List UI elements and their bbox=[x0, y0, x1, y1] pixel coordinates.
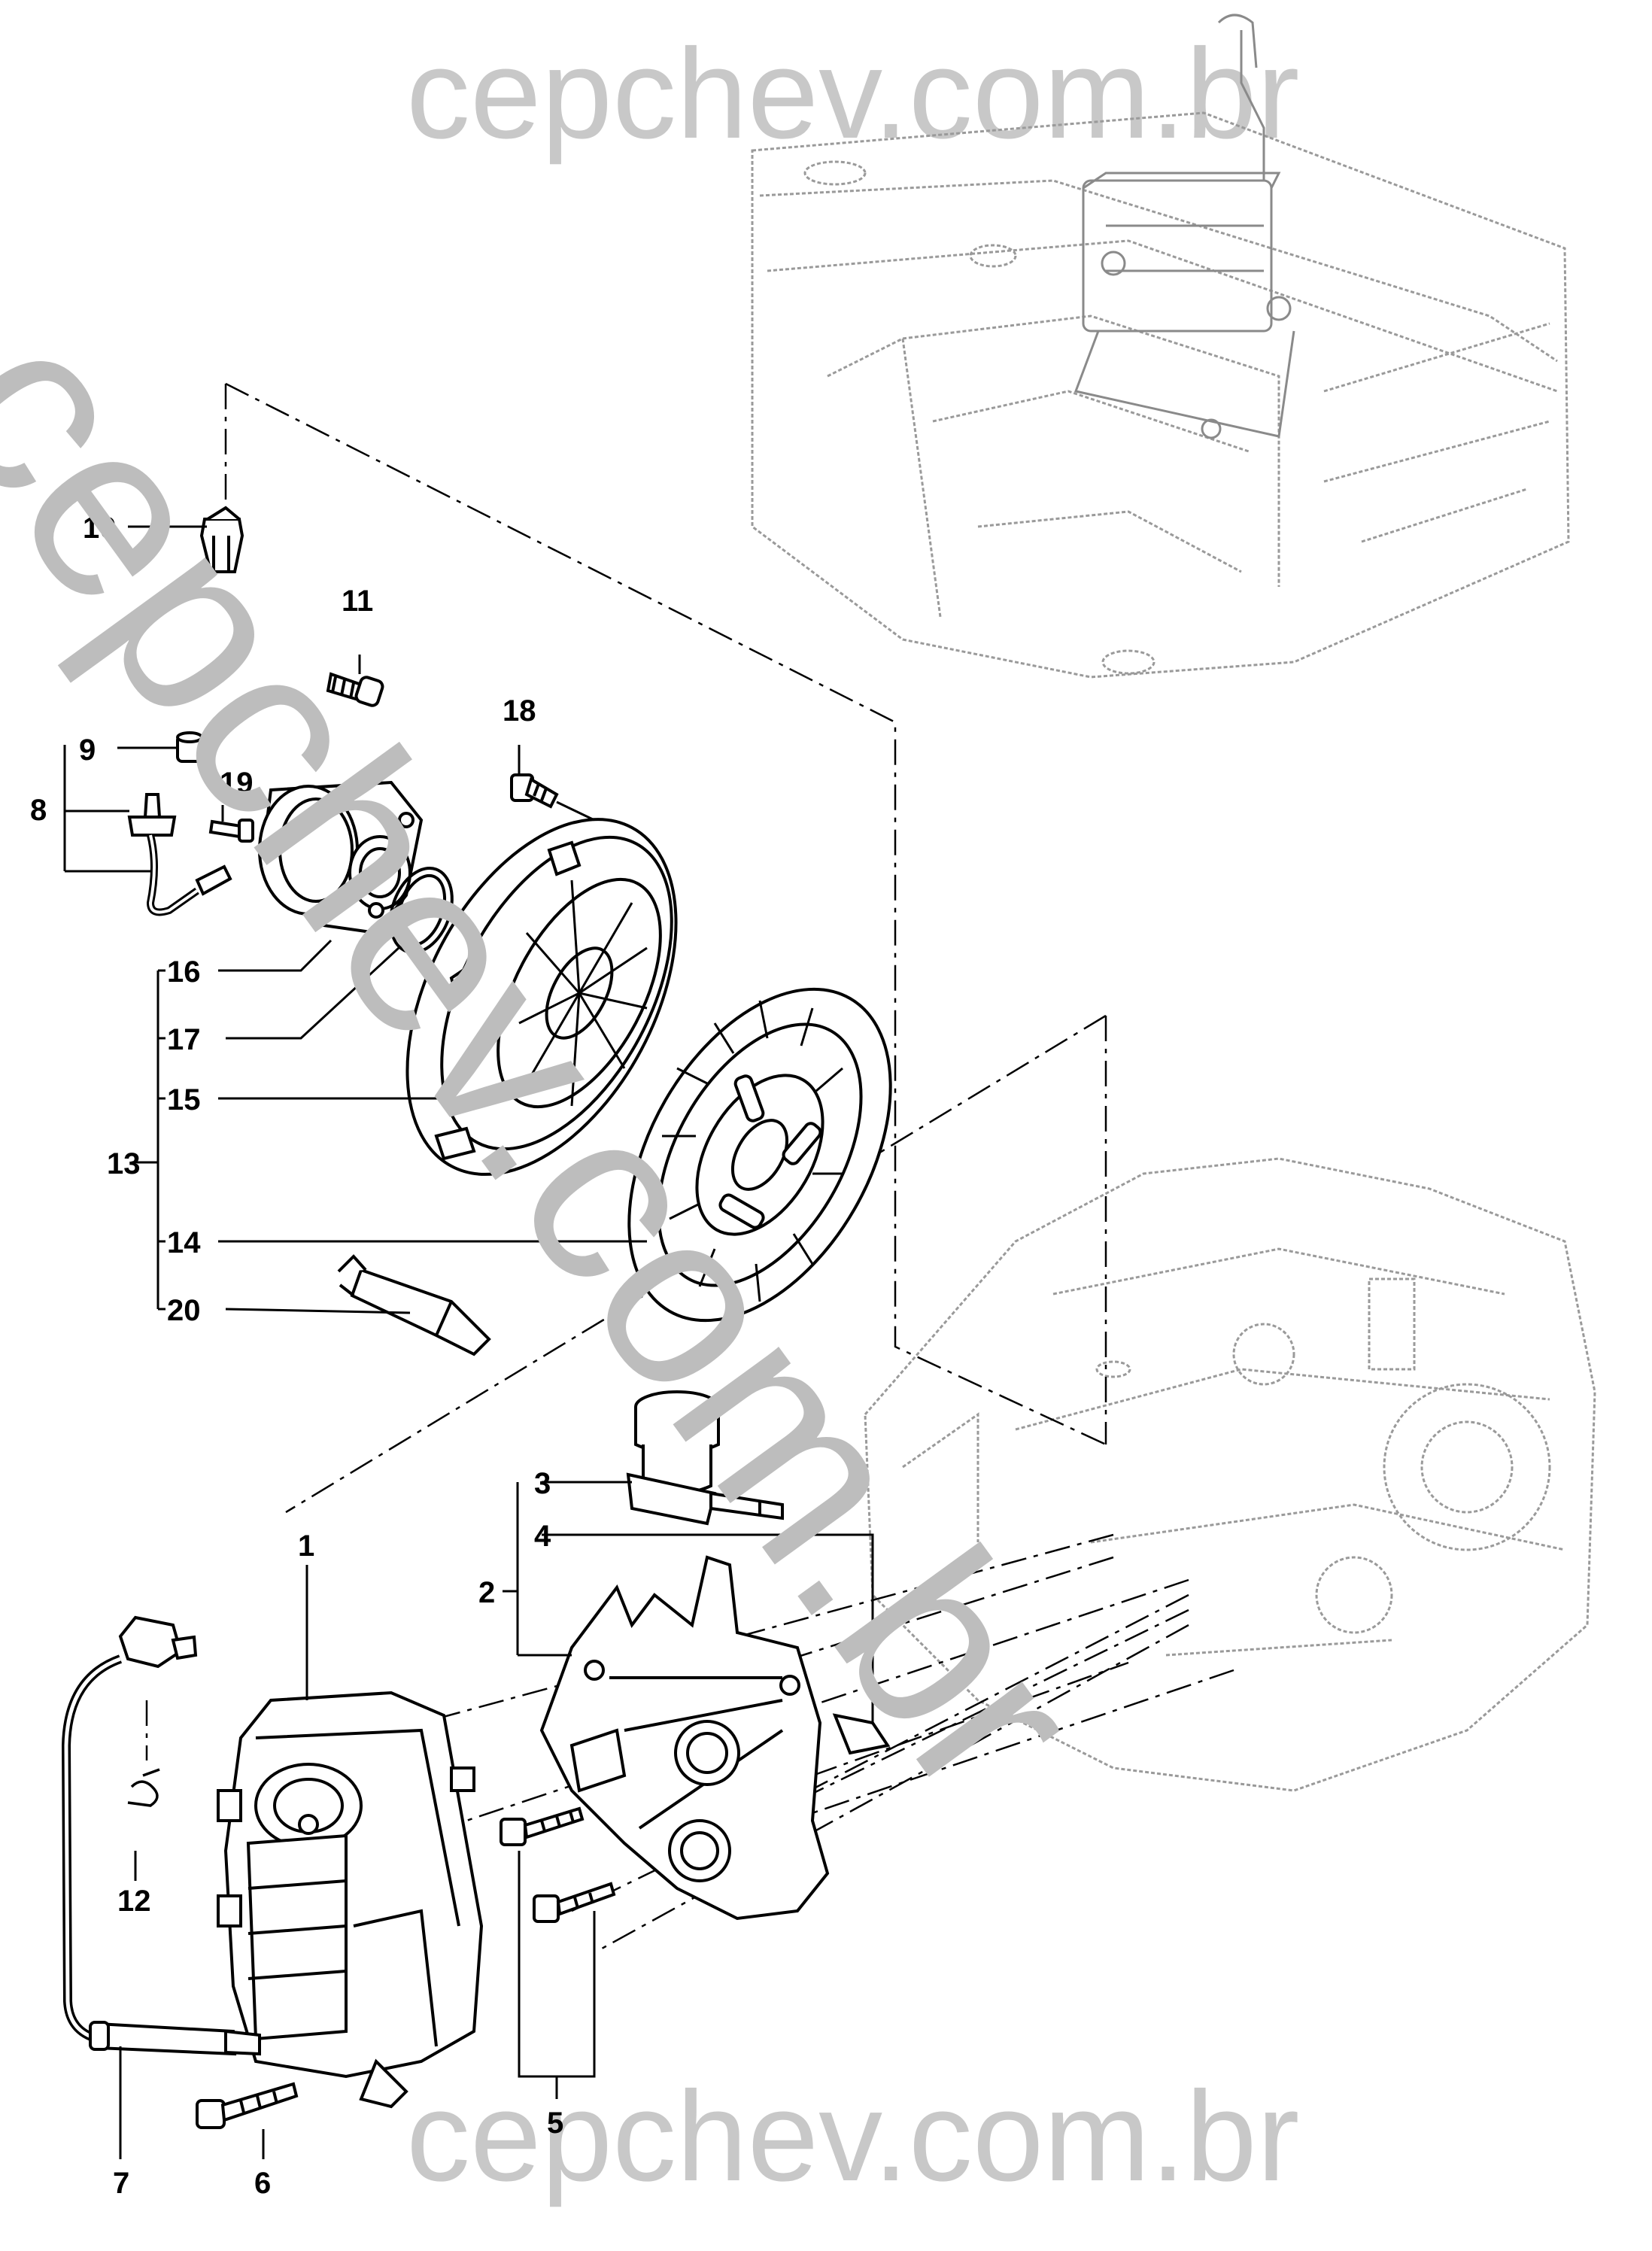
watermark-top: cepchev.com.br bbox=[406, 23, 1300, 166]
callout-8: 8 bbox=[30, 794, 47, 827]
callout-7: 7 bbox=[113, 2167, 129, 2200]
part-9-cap bbox=[176, 731, 203, 763]
part-16-slave-cylinder bbox=[258, 780, 424, 935]
watermark-bottom: cepchev.com.br bbox=[406, 2065, 1300, 2208]
callout-10: 10 bbox=[83, 512, 117, 545]
part-20-alignment-tool bbox=[337, 1254, 491, 1356]
transmission-ghost bbox=[864, 1157, 1596, 1792]
part-12-clip bbox=[127, 1768, 160, 1807]
part-14-clutch-disc bbox=[627, 987, 892, 1323]
callout-17: 17 bbox=[167, 1023, 201, 1056]
leader-lines bbox=[63, 525, 874, 2159]
part-11-bolt bbox=[326, 672, 384, 707]
callout-4: 4 bbox=[534, 1520, 551, 1553]
gear-lever-ghost bbox=[1073, 14, 1295, 439]
callout-labels: 10 11 9 8 19 18 16 17 15 13 14 20 3 4 2 … bbox=[30, 512, 563, 2200]
part-7-hose bbox=[61, 1615, 261, 2056]
car-floor-ghost bbox=[751, 111, 1570, 679]
callout-5: 5 bbox=[547, 2107, 563, 2140]
callout-3: 3 bbox=[534, 1467, 551, 1500]
callout-20: 20 bbox=[167, 1294, 201, 1327]
part-18-bolt bbox=[510, 773, 559, 809]
callout-11: 11 bbox=[342, 585, 373, 618]
part-10-clip bbox=[199, 506, 244, 573]
part-15-pressure-plate bbox=[405, 818, 678, 1176]
part-3-fluid-reservoir bbox=[626, 1390, 784, 1526]
part-1-actuator bbox=[217, 1691, 484, 2109]
callout-6: 6 bbox=[254, 2167, 271, 2200]
callout-12: 12 bbox=[117, 1885, 151, 1918]
callout-2: 2 bbox=[478, 1576, 495, 1609]
callout-15: 15 bbox=[167, 1083, 201, 1116]
callout-16: 16 bbox=[167, 955, 201, 989]
callout-1: 1 bbox=[298, 1530, 314, 1563]
part-5-bolts bbox=[500, 1806, 616, 1923]
part-19-screw bbox=[208, 819, 254, 843]
callout-18: 18 bbox=[503, 694, 536, 728]
part-6-bolt bbox=[196, 2082, 299, 2129]
part-4-mounting-bracket bbox=[539, 1555, 891, 1921]
callout-19: 19 bbox=[220, 767, 254, 800]
callout-9: 9 bbox=[79, 734, 96, 767]
callout-13: 13 bbox=[107, 1147, 141, 1180]
callout-14: 14 bbox=[167, 1226, 201, 1259]
part-8-hydraulic-line bbox=[127, 793, 232, 916]
part-17-o-ring bbox=[389, 866, 454, 955]
